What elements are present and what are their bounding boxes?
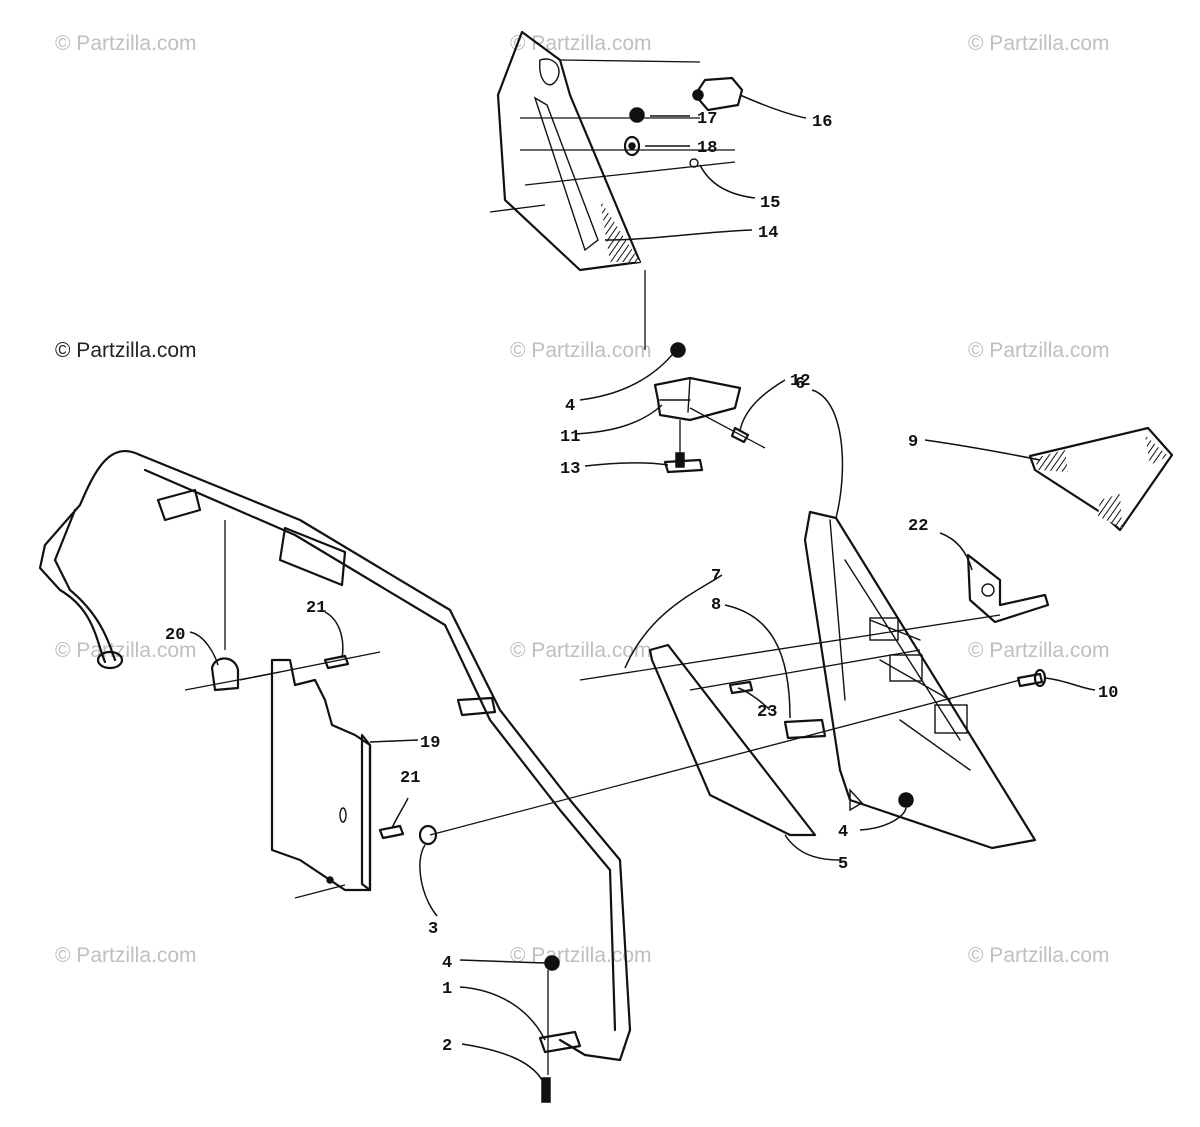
callout-8: 8 <box>711 596 721 615</box>
callout-6: 6 <box>795 375 805 394</box>
bolt <box>1016 672 1044 688</box>
callouts: 16 17 18 15 14 4 12 11 6 13 9 22 7 8 21 … <box>165 110 1118 1056</box>
callout-10: 10 <box>1098 684 1118 703</box>
knob-hub <box>692 89 704 101</box>
callout-16: 16 <box>812 113 832 132</box>
bolt-plate <box>663 458 704 474</box>
watermark: © Partzilla.com <box>55 32 197 55</box>
rivet <box>730 426 750 444</box>
watermark: © Partzilla.com <box>510 639 652 662</box>
mounting-panel <box>270 658 372 892</box>
pin <box>728 680 754 695</box>
watermarks: © Partzilla.com © Partzilla.com © Partzi… <box>55 32 1110 967</box>
callout-5: 5 <box>838 855 848 874</box>
cover-plate <box>1028 426 1174 532</box>
callout-17: 17 <box>697 110 717 129</box>
watermark: © Partzilla.com <box>55 639 197 662</box>
screw <box>689 158 699 168</box>
rail-tab <box>156 488 202 522</box>
watermark: © Partzilla.com <box>55 339 197 362</box>
panel-cutout <box>889 654 923 682</box>
plate-flange <box>533 96 599 252</box>
knob <box>693 76 744 112</box>
callout-21: 21 <box>400 769 420 788</box>
panel-cutout <box>934 704 968 734</box>
callout-23: 23 <box>757 703 777 722</box>
bolt <box>541 1077 551 1103</box>
rail-assembly <box>38 449 632 1103</box>
stippled-plate <box>648 643 817 837</box>
callout-7: 7 <box>711 567 721 586</box>
leader-lines <box>189 94 1096 1081</box>
watermark: © Partzilla.com <box>968 339 1110 362</box>
nut <box>544 955 560 971</box>
right-panel-assembly <box>429 426 1174 850</box>
rivet <box>323 654 350 670</box>
watermark: © Partzilla.com <box>968 32 1110 55</box>
panel-cutout <box>869 617 899 641</box>
angle-bracket <box>966 553 1050 624</box>
rivet <box>378 824 405 840</box>
side-panel <box>803 510 1037 850</box>
rail-sleeve <box>278 526 347 587</box>
watermark: © Partzilla.com <box>510 339 652 362</box>
bottom-sleeve <box>538 1030 582 1054</box>
clip <box>210 657 240 692</box>
callout-4: 4 <box>565 397 575 416</box>
callout-18: 18 <box>697 139 717 158</box>
callout-12: 12 <box>790 372 810 391</box>
callout-9: 9 <box>908 433 918 452</box>
rail-end <box>96 650 124 670</box>
plate-shading <box>600 200 640 262</box>
callout-20: 20 <box>165 626 185 645</box>
watermark: © Partzilla.com <box>510 32 652 55</box>
nut <box>418 824 438 846</box>
plate-slot <box>539 58 560 86</box>
watermark: © Partzilla.com <box>510 944 652 967</box>
watermark: © Partzilla.com <box>968 639 1110 662</box>
callout-3: 3 <box>428 920 438 939</box>
callout-14: 14 <box>758 224 778 243</box>
callout-11: 11 <box>560 428 580 447</box>
watermark: © Partzilla.com <box>968 944 1110 967</box>
panel-assembly <box>239 651 405 899</box>
bolt <box>675 452 685 468</box>
watermark: © Partzilla.com <box>55 944 197 967</box>
nut <box>629 107 645 123</box>
callout-1: 1 <box>442 980 452 999</box>
rail-tab <box>456 696 497 717</box>
nut <box>670 342 686 358</box>
tubular-rail <box>38 449 632 1062</box>
angle-bracket <box>653 376 742 422</box>
callout-15: 15 <box>760 194 780 213</box>
middle-bracket-assembly <box>653 342 766 474</box>
callout-19: 19 <box>420 734 440 753</box>
callout-4: 4 <box>442 954 452 973</box>
mounting-plate <box>496 30 642 272</box>
latch <box>783 718 827 740</box>
upper-bracket-assembly <box>489 30 744 350</box>
callout-21: 21 <box>306 599 326 618</box>
washer <box>623 135 641 157</box>
callout-22: 22 <box>908 517 928 536</box>
callout-13: 13 <box>560 460 580 479</box>
nut <box>898 792 914 808</box>
callout-4: 4 <box>838 823 848 842</box>
callout-2: 2 <box>442 1037 452 1056</box>
